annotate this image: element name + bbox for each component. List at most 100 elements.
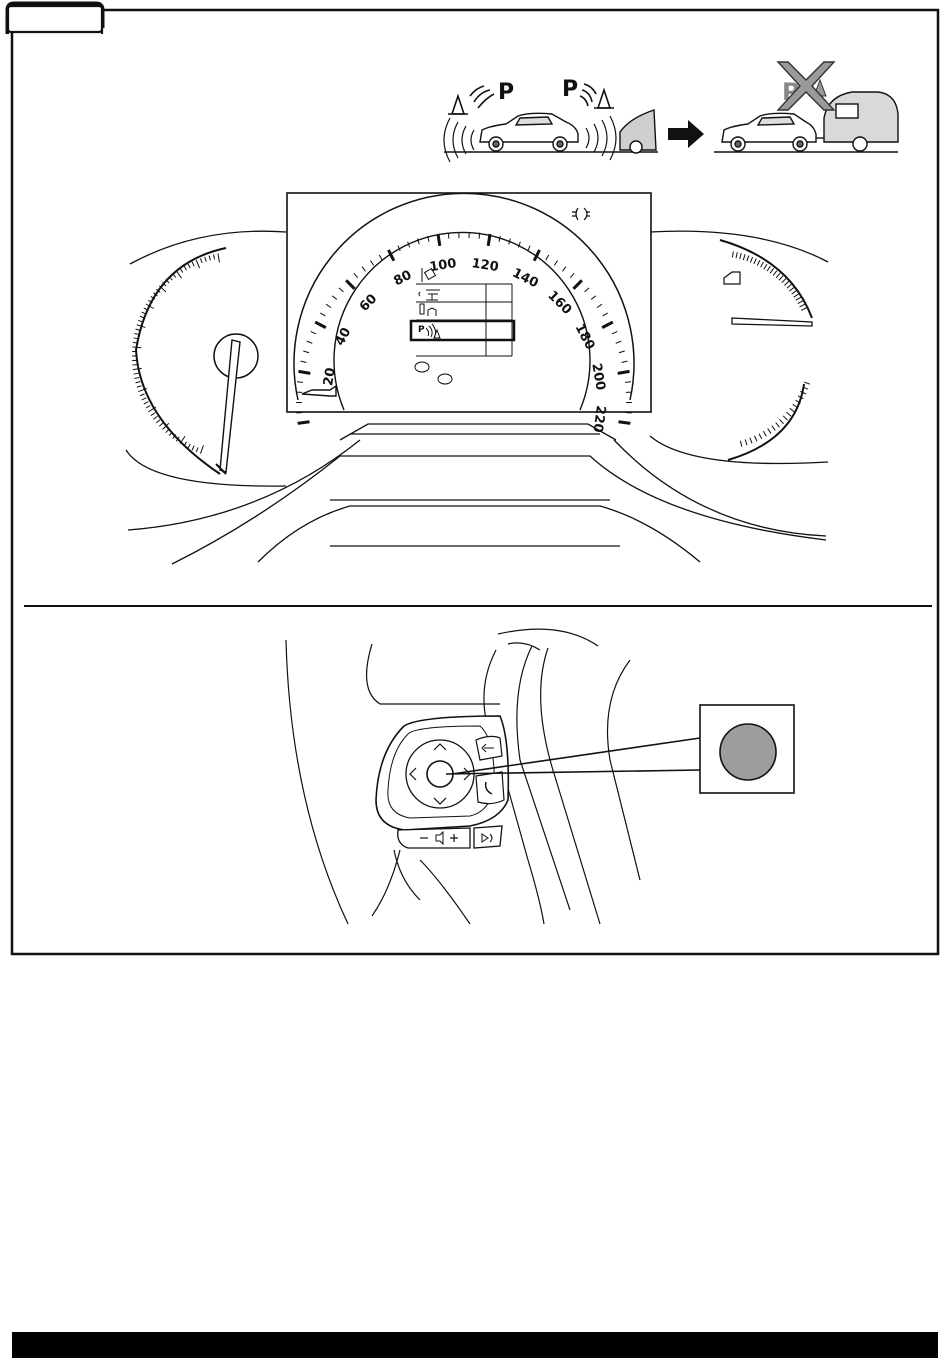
tachometer-tick (146, 406, 150, 409)
speed-minor-tick (297, 382, 303, 383)
gauge-tick (754, 436, 756, 441)
gauge-tick (757, 260, 760, 265)
tachometer-tick (205, 257, 207, 262)
gauge-tick (800, 304, 805, 307)
tachometer-tick (133, 368, 142, 369)
traffic-cone-right-icon (594, 90, 614, 108)
obstacle-car-icon (620, 110, 656, 153)
tachometer-tick (151, 413, 155, 416)
footer-bar (12, 1332, 938, 1358)
svg-text:P: P (498, 80, 514, 105)
gauge-tick (787, 412, 792, 416)
gauge-tick (779, 276, 783, 280)
sensor-waves-right (586, 116, 616, 160)
gauge-tick (761, 262, 764, 267)
tachometer-tick (134, 373, 139, 374)
ok-button-enlarged-icon (720, 724, 776, 780)
gauge-tick (787, 284, 792, 288)
gauge-tick (743, 254, 745, 260)
tachometer-tick (140, 394, 145, 396)
gauge-tick (747, 256, 749, 262)
voice-button[interactable] (474, 826, 502, 848)
speed-major-tick (618, 371, 630, 373)
tachometer-tick (196, 447, 198, 452)
tachometer-tick (176, 271, 181, 278)
gauge-tick (782, 279, 786, 283)
tachometer-tick (200, 445, 203, 453)
speed-major-tick (298, 371, 310, 373)
x-mark-icon: P (778, 62, 834, 110)
gauge-tick (767, 266, 770, 271)
gauge-tick (759, 434, 762, 439)
steering-switch-pad (376, 716, 508, 848)
gauge-tick (764, 264, 767, 269)
tachometer-tick (184, 266, 187, 270)
gauge-tick (754, 258, 756, 263)
tachometer-tick (188, 264, 190, 268)
gauge-needle (732, 318, 812, 326)
tachometer-tick (156, 420, 160, 423)
svg-text:P: P (418, 325, 425, 335)
door-ajar-icon (724, 272, 740, 284)
tachometer-tick (137, 386, 142, 388)
gauge-tick (745, 439, 747, 445)
tachometer-tick (188, 444, 190, 448)
gauge-tick (763, 431, 766, 436)
gauge-tick (740, 441, 742, 447)
gauge-tick (784, 281, 788, 285)
parking-sensor-scene: P P (444, 77, 658, 162)
gauge-tick (750, 257, 752, 263)
tachometer-tick (153, 416, 157, 419)
volume-button[interactable] (398, 828, 470, 848)
suv-towing-icon (722, 113, 826, 151)
sensor-p-left: P (470, 80, 514, 108)
gauge-tick (796, 297, 801, 300)
speed-major-tick (618, 422, 630, 424)
speed-minor-tick (479, 233, 480, 239)
gauge-tick (794, 294, 799, 297)
back-button[interactable] (476, 736, 502, 760)
speed-minor-tick (448, 233, 449, 239)
speed-major-tick (488, 234, 490, 246)
gauge-tick (773, 271, 777, 276)
tachometer-tick (218, 254, 220, 263)
tachometer-tick (133, 342, 138, 343)
tachometer-tick (144, 402, 148, 404)
tachometer-tick (200, 258, 202, 263)
gauge-tick (798, 301, 803, 304)
gauge-tick (792, 291, 797, 295)
gauge-tick (770, 268, 773, 273)
towing-scene: P (714, 62, 898, 152)
tachometer-tick (192, 446, 194, 451)
trailer-icon (824, 92, 898, 151)
gauge-tick (768, 429, 771, 434)
tab-label-box (8, 6, 102, 32)
sensor-waves-left (444, 118, 474, 162)
fuel-temp-gauge (720, 240, 812, 460)
suv-icon (480, 113, 578, 151)
tachometer-tick (134, 377, 139, 378)
tachometer-tick (166, 429, 169, 433)
speed-minor-tick (625, 382, 631, 383)
gauge-tick (736, 252, 737, 258)
tachometer-tick (142, 398, 147, 400)
right-arrow-icon (668, 120, 704, 148)
multi-information-display: 20406080100120140160180200220 (287, 193, 651, 433)
speed-major-tick (298, 422, 310, 424)
gauge-tick (750, 438, 752, 444)
tachometer-tick (136, 382, 141, 383)
tachometer-gauge (132, 248, 258, 474)
traffic-cone-left-icon (448, 96, 468, 114)
speed-scale-label: 20 (321, 367, 339, 387)
gauge-tick (804, 382, 810, 384)
speed-major-tick (438, 234, 440, 246)
gauge-tick (783, 416, 787, 420)
phone-button[interactable] (476, 772, 504, 804)
svg-text:P: P (562, 77, 578, 102)
gauge-tick (772, 426, 776, 431)
tachometer-tick (192, 262, 194, 267)
gauge-tick (732, 252, 733, 258)
tachometer-tick (196, 260, 199, 268)
tachometer-tick (132, 347, 141, 348)
